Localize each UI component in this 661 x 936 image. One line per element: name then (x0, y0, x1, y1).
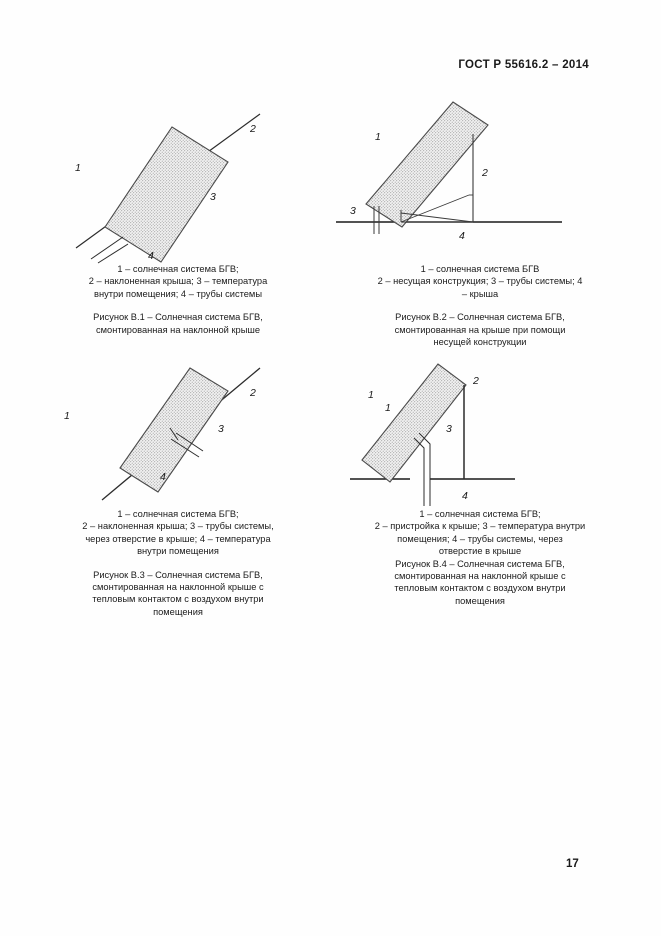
figure-b3-drawing: 1 2 3 4 (28, 356, 328, 506)
caption-line: помещения (153, 606, 203, 617)
solar-collector-panel (119, 367, 229, 493)
legend-line: помещения; 4 – трубы системы, через (397, 533, 563, 544)
legend-line: 1 – солнечная система БГВ; (117, 509, 239, 519)
callout-label-1b: 1 (385, 402, 391, 414)
callout-label-1: 1 (75, 162, 81, 174)
caption-line: несущей конструкции (433, 337, 527, 348)
caption-line: помещения (455, 595, 505, 606)
caption-line: смонтированная на наклонной крыше с (394, 571, 566, 582)
caption-line: Рисунок В.2 – Солнечная система БГВ, (395, 312, 565, 323)
legend-line: через отверстие в крыше; 4 – температура (85, 533, 271, 544)
callout-label-3: 3 (210, 191, 216, 203)
callout-label-2: 2 (472, 375, 479, 387)
system-pipe-line (418, 432, 431, 506)
callout-label-1: 1 (64, 410, 70, 422)
legend-line: 1 – солнечная система БГВ (420, 264, 540, 274)
caption-line: тепловым контактом с воздухом внутри (394, 583, 566, 594)
figure-b4-caption: Рисунок В.4 – Солнечная система БГВ, смо… (330, 558, 630, 608)
legend-line: 1 – солнечная система БГВ; (419, 509, 541, 519)
figure-b4-legend: 1 – солнечная система БГВ; 2 – пристройк… (330, 508, 630, 558)
caption-line: тепловым контактом с воздухом внутри (92, 594, 264, 605)
callout-label-3: 3 (350, 205, 356, 217)
system-pipe-line (97, 243, 129, 264)
system-pipe-line (90, 236, 124, 260)
legend-line: внутри помещения; 4 – трубы системы (94, 288, 262, 299)
legend-line: отверстие в крыше (438, 546, 522, 557)
figure-b2-caption: Рисунок В.2 – Солнечная система БГВ, смо… (330, 311, 630, 348)
legend-line: внутри помещения (137, 546, 219, 557)
system-pipe-line (175, 432, 204, 452)
system-pipe-line (170, 438, 200, 458)
figure-b1-caption: Рисунок В.1 – Солнечная система БГВ, смо… (28, 311, 328, 336)
callout-label-3: 3 (218, 423, 224, 435)
legend-line: 2 – наклоненная крыша; 3 – трубы системы… (82, 521, 274, 532)
callout-label-2: 2 (481, 167, 488, 179)
figure-b1-legend: 1 – солнечная система БГВ; 2 – наклоненн… (28, 263, 328, 300)
figure-b2-legend: 1 – солнечная система БГВ 2 – несущая ко… (330, 263, 630, 300)
roof-opening-mark (169, 427, 179, 441)
caption-line: смонтированная на крыше при помощи (394, 324, 566, 335)
caption-line: Рисунок В.1 – Солнечная система БГВ, (93, 312, 263, 323)
figure-b3-caption: Рисунок В.3 – Солнечная система БГВ, смо… (28, 569, 328, 619)
support-brace-diagonal (400, 212, 474, 223)
figure-b4: 1 1 2 3 4 1 – солнечная система БГВ; 2 –… (330, 356, 630, 607)
callout-label-2: 2 (249, 123, 256, 135)
solar-collector-panel (361, 363, 467, 483)
caption-line: смонтированная на наклонной крыше с (92, 582, 264, 593)
legend-line: 1 – солнечная система БГВ; (117, 264, 239, 274)
legend-line: 2 – несущая конструкция; 3 – трубы систе… (377, 276, 583, 287)
callout-label-2: 2 (249, 387, 256, 399)
solar-collector-panel (104, 126, 229, 263)
solar-collector-panel (365, 101, 489, 228)
caption-line: смонтированная на наклонной крыше (95, 324, 261, 335)
document-header-standard-number: ГОСТ Р 55616.2 – 2014 (458, 59, 589, 71)
system-pipe-line (413, 437, 425, 506)
legend-line: 2 – пристройка к крыше; 3 – температура … (374, 521, 586, 532)
figure-b3: 1 2 3 4 1 – солнечная система БГВ; 2 – н… (28, 356, 328, 618)
figure-b4-drawing: 1 1 2 3 4 (330, 356, 630, 506)
callout-label-3: 3 (446, 423, 452, 435)
callout-label-4: 4 (148, 250, 154, 262)
support-brace-diagonal (400, 194, 470, 223)
legend-line: 2 – наклоненная крыша; 3 – температура (88, 276, 268, 287)
figure-b3-legend: 1 – солнечная система БГВ; 2 – наклоненн… (28, 508, 328, 558)
legend-line: – крыша (461, 288, 499, 299)
callout-label-1: 1 (375, 131, 381, 143)
callout-label-4: 4 (160, 471, 166, 483)
callout-label-4: 4 (462, 490, 468, 502)
callout-label-4: 4 (459, 230, 465, 242)
page-number: 17 (566, 858, 579, 870)
figure-b2: 1 2 3 4 1 – солнечная система БГВ 2 – не… (330, 96, 630, 348)
figure-b1-drawing: 1 2 3 4 (28, 96, 328, 264)
figure-b2-drawing: 1 2 3 4 (330, 96, 630, 261)
caption-line: Рисунок В.3 – Солнечная система БГВ, (93, 569, 263, 580)
callout-label-1: 1 (368, 389, 374, 401)
figure-b1: 1 2 3 4 1 – солнечная система БГВ; 2 – н… (28, 96, 328, 336)
caption-line: Рисунок В.4 – Солнечная система БГВ, (395, 558, 565, 569)
